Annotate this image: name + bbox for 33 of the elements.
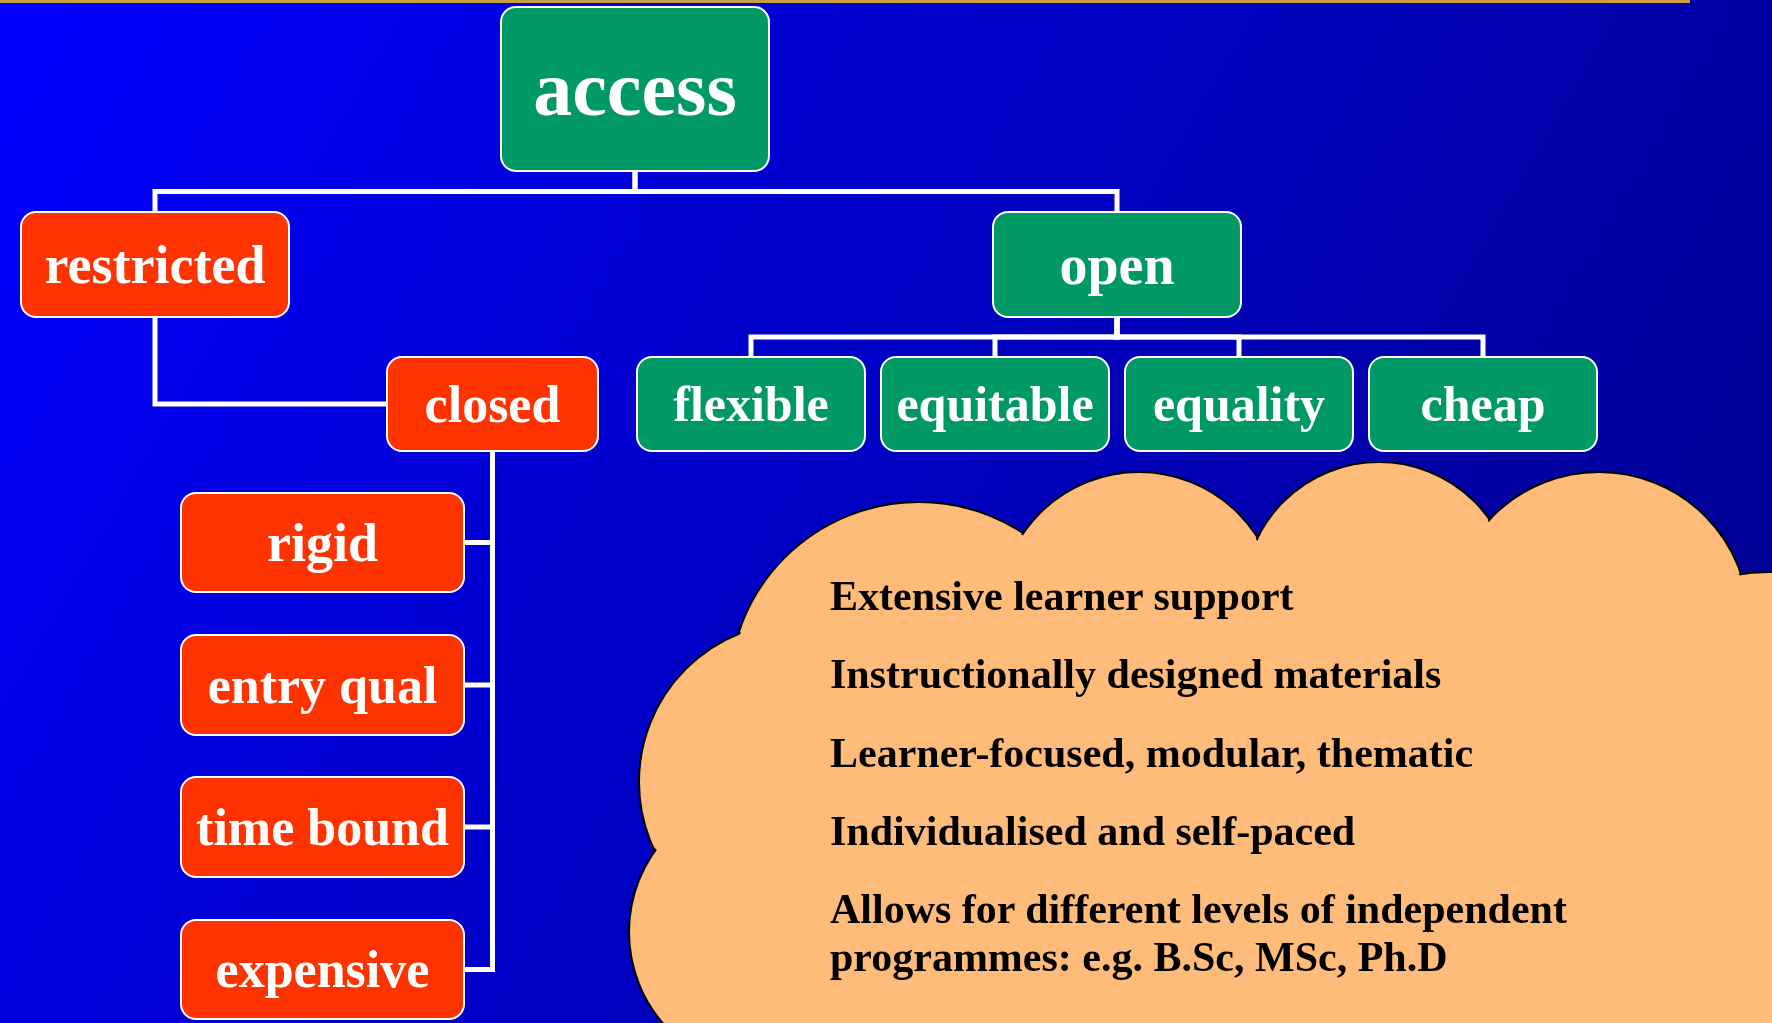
process-box [500, 6, 770, 172]
process-box [180, 492, 465, 593]
connector-line [465, 452, 495, 972]
process-box [992, 211, 1242, 318]
process-box [636, 356, 866, 452]
node-label: access [533, 44, 737, 134]
node-label: closed [424, 374, 561, 434]
node-label: expensive [215, 940, 430, 999]
connector-line [152, 318, 386, 407]
node-label: restricted [44, 233, 266, 296]
process-box [180, 776, 465, 878]
connector-line [1114, 318, 1486, 356]
process-box [180, 634, 465, 736]
node-label: open [1059, 232, 1175, 297]
bullet-text: Individualised and self-paced [830, 806, 1357, 856]
bullet-text: Learner-focused, modular, thematic [830, 728, 1475, 777]
process-box [180, 919, 465, 1020]
connector-line [632, 172, 1120, 211]
node-label: cheap [1420, 375, 1546, 433]
process-box [1368, 356, 1598, 452]
process-box [1124, 356, 1354, 452]
bullet-text: Extensive learner support [830, 572, 1295, 621]
process-box [386, 356, 599, 452]
process-box [880, 356, 1110, 452]
node-label: time bound [196, 797, 449, 857]
node-label: rigid [267, 511, 378, 574]
node-label: entry qual [207, 655, 438, 715]
node-label: flexible [673, 375, 829, 433]
bullet-text: Instructionally designed materials [830, 650, 1443, 699]
node-label: equality [1152, 375, 1326, 433]
bullet-text: Allows for different levels of independent programmes: e.g. B.Sc, MSc, Ph.D [830, 885, 1568, 982]
node-label: equitable [896, 375, 1094, 433]
process-box [20, 211, 290, 318]
